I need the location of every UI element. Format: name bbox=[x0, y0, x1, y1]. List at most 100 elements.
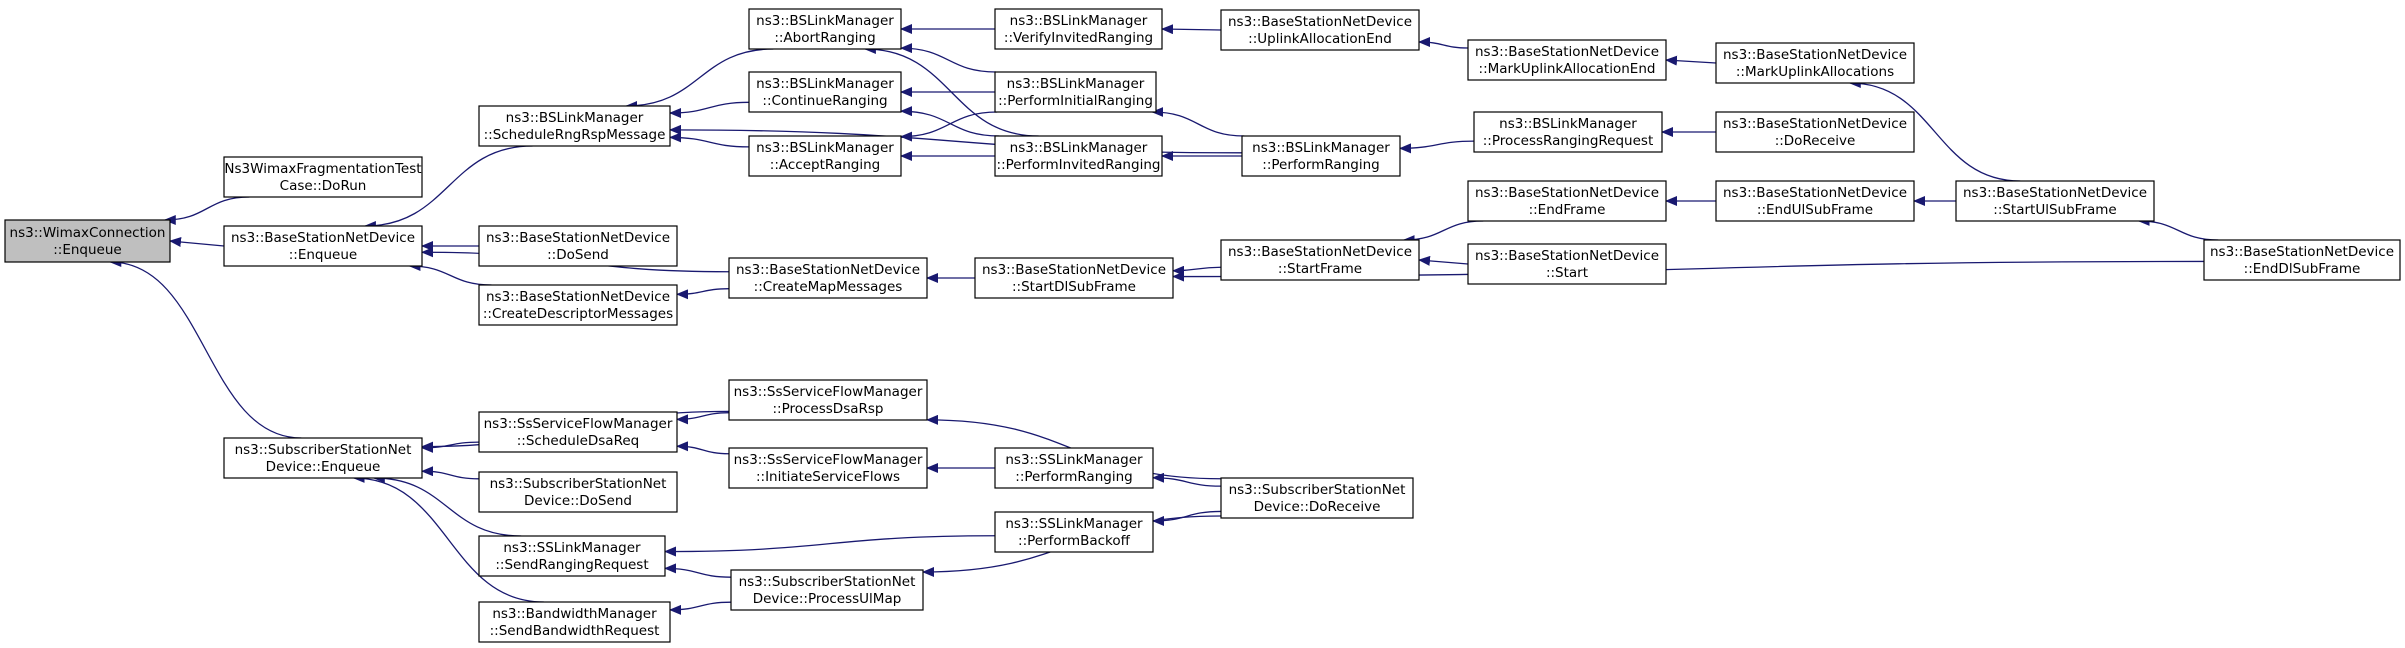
node-label-line: ns3::BSLinkManager bbox=[1252, 140, 1390, 156]
node-label-line: ns3::SSLinkManager bbox=[503, 540, 641, 556]
node-label-line: ns3::BaseStationNetDevice bbox=[486, 289, 670, 305]
node-label-line: ::ProcessDsaRsp bbox=[773, 401, 884, 417]
node-label-line: ns3::BaseStationNetDevice bbox=[1723, 185, 1907, 201]
node-box bbox=[2203, 239, 2401, 281]
function-node[interactable]: ns3::BaseStationNetDevice::EndUlSubFrame bbox=[1715, 180, 1915, 222]
node-box bbox=[478, 105, 671, 147]
function-node[interactable]: ns3::SSLinkManager::PerformBackoff bbox=[994, 511, 1154, 553]
node-box bbox=[730, 569, 924, 611]
node-box bbox=[1955, 180, 2155, 222]
call-edge-line bbox=[1402, 220, 1484, 245]
node-label-line: Device::DoReceive bbox=[1254, 499, 1381, 515]
call-edge bbox=[2137, 216, 2219, 241]
call-edge-line bbox=[1665, 55, 1717, 66]
node-box bbox=[974, 257, 1174, 299]
node-label-line: ns3::BaseStationNetDevice bbox=[1723, 47, 1907, 63]
node-label-line: ns3::BandwidthManager bbox=[492, 606, 657, 622]
node-label-line: ::PerformRanging bbox=[1015, 469, 1132, 485]
function-node[interactable]: ns3::BaseStationNetDevice::MarkUplinkAll… bbox=[1467, 39, 1667, 81]
node-label-line: ::Start bbox=[1546, 265, 1588, 281]
node-label-line: ns3::BaseStationNetDevice bbox=[736, 262, 920, 278]
function-node[interactable]: ns3::SubscriberStationNetDevice::Process… bbox=[730, 569, 924, 611]
node-label-line: ns3::SSLinkManager bbox=[1005, 452, 1143, 468]
function-node[interactable]: ns3::SsServiceFlowManager::ScheduleDsaRe… bbox=[478, 411, 678, 453]
call-edge-line bbox=[676, 412, 730, 425]
node-label-line: ns3::BSLinkManager bbox=[1010, 13, 1148, 29]
function-node[interactable]: ns3::SsServiceFlowManager::ProcessDsaRsp bbox=[728, 379, 928, 421]
node-label-line: ns3::SubscriberStationNet bbox=[490, 476, 667, 492]
function-node[interactable]: ns3::SSLinkManager::SendRangingRequest bbox=[478, 535, 666, 577]
node-label-line: ns3::BSLinkManager bbox=[506, 110, 644, 126]
function-node[interactable]: ns3::BSLinkManager::ScheduleRngRspMessag… bbox=[478, 105, 671, 147]
node-label-line: ns3::BaseStationNetDevice bbox=[1723, 116, 1907, 132]
function-node[interactable]: ns3::BaseStationNetDevice::CreateMapMess… bbox=[728, 257, 928, 299]
function-node[interactable]: ns3::BandwidthManager::SendBandwidthRequ… bbox=[478, 601, 671, 643]
function-node[interactable]: ns3::BSLinkManager::PerformInvitedRangin… bbox=[994, 135, 1163, 177]
call-edge bbox=[676, 288, 730, 300]
node-label-line: ::PerformInvitedRanging bbox=[997, 157, 1161, 173]
node-label-line: ::DoSend bbox=[547, 247, 609, 263]
function-node[interactable]: ns3::BaseStationNetDevice::StartFrame bbox=[1220, 239, 1420, 281]
function-node[interactable]: ns3::SsServiceFlowManager::InitiateServi… bbox=[728, 447, 928, 489]
function-node[interactable]: ns3::SSLinkManager::PerformRanging bbox=[994, 447, 1154, 489]
function-node[interactable]: ns3::BSLinkManager::ProcessRangingReques… bbox=[1473, 111, 1663, 153]
call-edge bbox=[625, 48, 774, 111]
function-node[interactable]: ns3::BSLinkManager::PerformInitialRangin… bbox=[994, 71, 1157, 113]
function-node[interactable]: ns3::BSLinkManager::ContinueRanging bbox=[748, 71, 902, 113]
node-box bbox=[1220, 9, 1420, 51]
call-edge-line bbox=[664, 535, 996, 557]
node-label-line: ::CreateDescriptorMessages bbox=[483, 306, 673, 322]
call-edge-line bbox=[363, 145, 533, 231]
node-box bbox=[478, 535, 666, 577]
node-label-line: ns3::BaseStationNetDevice bbox=[231, 230, 415, 246]
node-box bbox=[994, 8, 1163, 50]
function-node[interactable]: ns3::SubscriberStationNetDevice::DoRecei… bbox=[1220, 477, 1414, 519]
node-box bbox=[1715, 111, 1915, 153]
function-node[interactable]: ns3::BSLinkManager::AcceptRanging bbox=[748, 135, 902, 177]
function-node[interactable]: ns3::BSLinkManager::VerifyInvitedRanging bbox=[994, 8, 1163, 50]
node-label-line: ::EndDlSubFrame bbox=[2244, 261, 2361, 277]
call-edge-line bbox=[408, 261, 492, 286]
function-node[interactable]: ns3::BSLinkManager::AbortRanging bbox=[748, 8, 902, 50]
call-edge-line bbox=[1152, 472, 1222, 487]
function-node[interactable]: ns3::BaseStationNetDevice::Enqueue bbox=[223, 225, 423, 267]
call-edge bbox=[1151, 107, 1245, 137]
function-node[interactable]: ns3::BSLinkManager::PerformRanging bbox=[1241, 135, 1401, 177]
node-label-line: Device::DoSend bbox=[524, 493, 632, 509]
call-edge bbox=[1161, 24, 1222, 35]
function-node[interactable]: ns3::BaseStationNetDevice::Start bbox=[1467, 243, 1667, 285]
call-edge-line bbox=[1418, 37, 1469, 49]
function-node[interactable]: ns3::BaseStationNetDevice::CreateDescrip… bbox=[478, 284, 678, 326]
function-node[interactable]: ns3::BaseStationNetDevice::EndDlSubFrame bbox=[2203, 239, 2401, 281]
call-edge-line bbox=[676, 441, 730, 455]
function-node[interactable]: ns3::BaseStationNetDevice::DoReceive bbox=[1715, 111, 1915, 153]
node-box bbox=[1220, 239, 1420, 281]
call-edge bbox=[669, 132, 750, 148]
call-edge bbox=[109, 257, 302, 439]
call-edge bbox=[421, 466, 480, 480]
function-node[interactable]: ns3::BaseStationNetDevice::UplinkAllocat… bbox=[1220, 9, 1420, 51]
call-edge bbox=[1665, 55, 1717, 66]
function-node[interactable]: ns3::BaseStationNetDevice::MarkUplinkAll… bbox=[1715, 42, 1915, 84]
node-label-line: ns3::BSLinkManager bbox=[1010, 140, 1148, 156]
call-edge bbox=[900, 43, 996, 73]
focus-function-node[interactable]: ns3::WimaxConnection::Enqueue bbox=[4, 219, 171, 263]
call-edge-line bbox=[1399, 140, 1475, 154]
function-node[interactable]: ns3::BaseStationNetDevice::EndFrame bbox=[1467, 180, 1667, 222]
node-label-line: ::UplinkAllocationEnd bbox=[1248, 31, 1392, 47]
node-label-line: Ns3WimaxFragmentationTest bbox=[224, 161, 421, 177]
function-node[interactable]: ns3::BaseStationNetDevice::DoSend bbox=[478, 225, 678, 267]
call-edge bbox=[363, 145, 533, 231]
function-node[interactable]: ns3::BaseStationNetDevice::StartUlSubFra… bbox=[1955, 180, 2155, 222]
node-box bbox=[223, 225, 423, 267]
call-edge-line bbox=[163, 196, 250, 225]
call-edge bbox=[408, 261, 492, 286]
call-edge bbox=[664, 563, 732, 578]
call-edge-line bbox=[1172, 265, 1222, 276]
call-edge-line bbox=[625, 48, 774, 111]
function-node[interactable]: ns3::BaseStationNetDevice::StartDlSubFra… bbox=[974, 257, 1174, 299]
node-box bbox=[728, 379, 928, 421]
